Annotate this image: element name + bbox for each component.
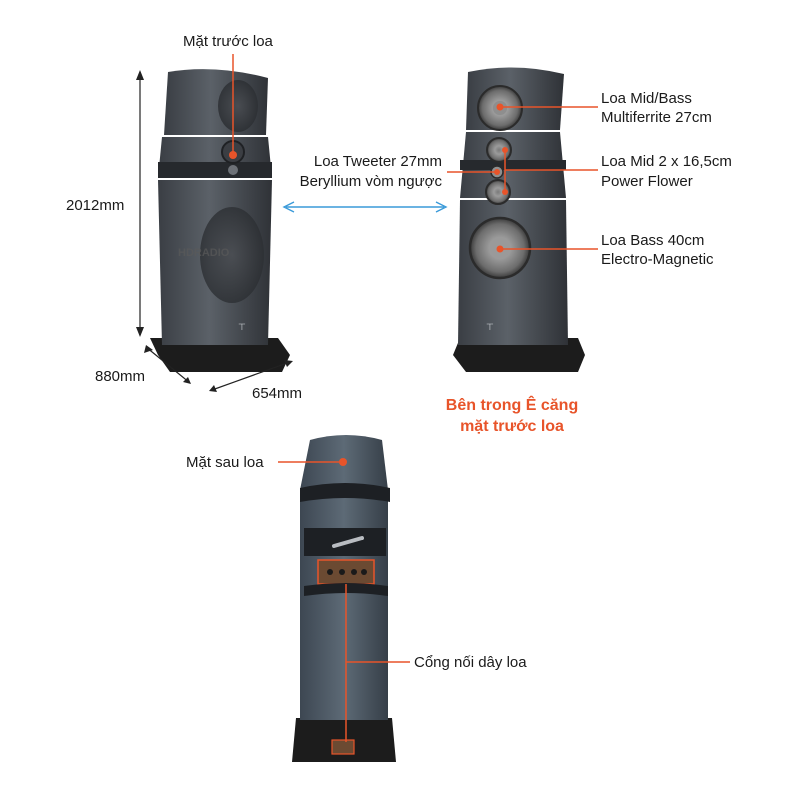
tweeter-callout: Loa Tweeter 27mm Beryllium vòm ngược: [300, 153, 500, 190]
midbass-dot: [496, 103, 504, 111]
terminal-callout: Cổng nối dây loa: [345, 584, 527, 742]
depth-arrow-b: [183, 377, 191, 384]
mid-label-2: Power Flower: [601, 173, 693, 190]
inside-caption-line-2: mặt trước loa: [460, 418, 564, 435]
mid-label-1: Loa Mid 2 x 16,5cm: [601, 153, 732, 170]
front-speaker-base: [150, 338, 290, 372]
back-face-label: Mặt sau loa: [186, 454, 264, 471]
tweeter-label-1: Loa Tweeter 27mm: [314, 153, 442, 170]
back-face-dot: [339, 458, 347, 466]
width-line: [211, 361, 291, 391]
front-speaker-band: [158, 162, 272, 178]
back-bottom-terminal: [331, 739, 355, 755]
midbass-callout: Loa Mid/Bass Multiferrite 27cm: [496, 90, 712, 126]
midbass-label-1: Loa Mid/Bass: [601, 90, 692, 107]
dimension-depth: 880mm: [95, 345, 191, 385]
depth-line: [145, 346, 191, 384]
front-face-callout: Mặt trước loa: [183, 33, 274, 159]
inside-caption: Bên trong Ê căng mặt trước loa: [446, 395, 578, 435]
front-speaker: HDRADIO ⊤: [150, 69, 290, 372]
width-arrow-b: [284, 360, 293, 367]
tweeter-dot: [494, 169, 500, 175]
inside-speaker: ⊤: [453, 67, 585, 372]
watermark-logo: HDRADIO: [178, 247, 230, 259]
bass-label-1: Loa Bass 40cm: [601, 232, 704, 249]
terminal-post-1: [327, 569, 333, 575]
back-face-callout: Mặt sau loa: [186, 454, 347, 471]
mid-callout: Loa Mid 2 x 16,5cm Power Flower: [502, 147, 732, 195]
front-bass-grille: [200, 207, 264, 303]
front-tweeter-dome: [228, 165, 238, 175]
dimension-width: 654mm: [209, 360, 302, 402]
midbass-label-2: Multiferrite 27cm: [601, 109, 712, 126]
width-label: 654mm: [252, 385, 302, 402]
front-face-label: Mặt trước loa: [183, 33, 274, 50]
bass-label-2: Electro-Magnetic: [601, 251, 714, 268]
comparison-arrow: [282, 201, 448, 213]
bass-dot: [496, 245, 504, 253]
back-handle: [332, 536, 364, 548]
brand-logo-front: ⊤: [238, 322, 246, 332]
height-arrow-top: [136, 70, 144, 80]
brand-logo-inside: ⊤: [486, 322, 494, 332]
front-face-dot: [229, 151, 237, 159]
inside-caption-line-1: Bên trong Ê căng: [446, 395, 578, 414]
terminal-label: Cổng nối dây loa: [414, 654, 527, 671]
comparison-arrow-right: [435, 201, 448, 213]
front-midbass-grille: [218, 80, 258, 132]
terminal-post-2: [339, 569, 345, 575]
bass-callout: Loa Bass 40cm Electro-Magnetic: [496, 232, 714, 268]
width-arrow-a: [209, 385, 217, 392]
depth-arrow-a: [144, 345, 153, 353]
back-band-top: [300, 483, 390, 502]
mid-driver-bottom: [485, 179, 511, 205]
terminal-post-3: [351, 569, 357, 575]
height-label: 2012mm: [66, 197, 124, 214]
mid-dot-top: [502, 147, 508, 153]
inside-speaker-base: [453, 338, 585, 372]
inside-speaker-band: [460, 160, 566, 170]
back-speaker: [292, 435, 396, 762]
height-arrow-bottom: [136, 327, 144, 337]
depth-label: 880mm: [95, 368, 145, 385]
terminal-post-4: [361, 569, 367, 575]
tweeter-label-2: Beryllium vòm ngược: [300, 173, 443, 190]
comparison-arrow-left: [282, 201, 295, 213]
mid-dot-bottom: [502, 189, 508, 195]
dimension-height: 2012mm: [66, 70, 144, 337]
